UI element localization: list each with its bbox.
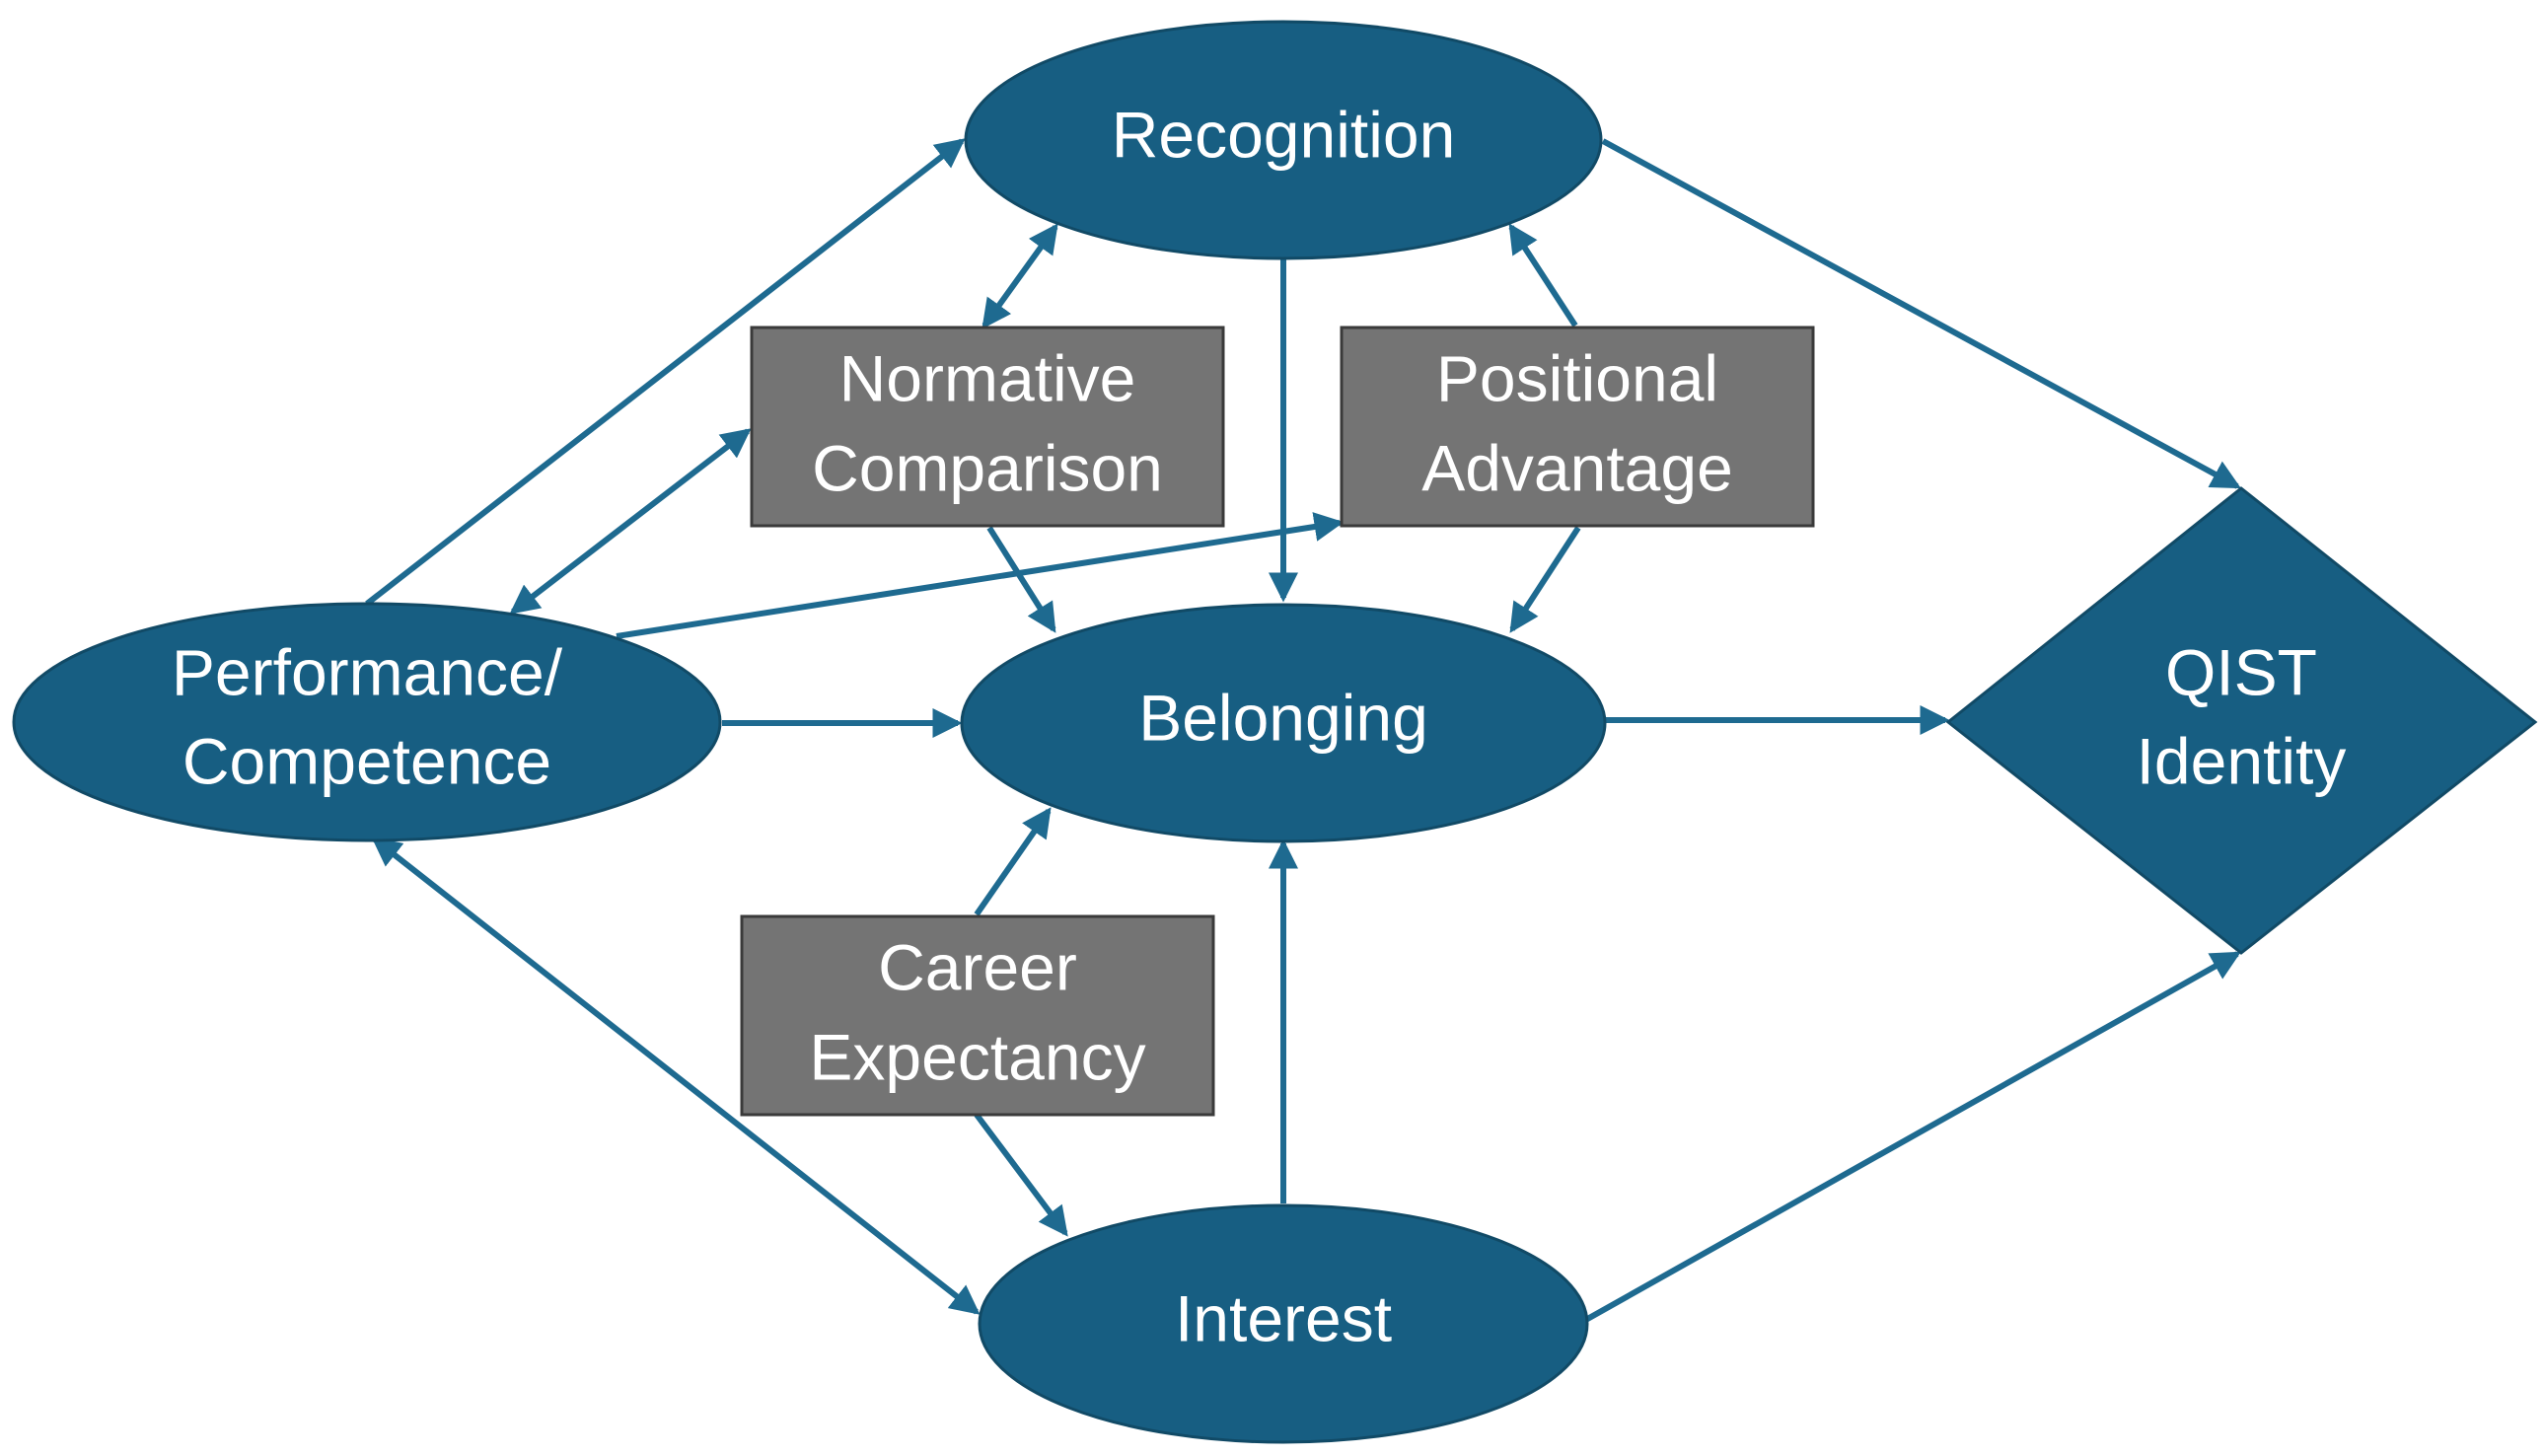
positional-label-line2: Advantage	[1421, 431, 1733, 504]
positional-label-line1: Positional	[1436, 341, 1718, 414]
edge-performance-normative	[509, 428, 752, 615]
recognition-node: Recognition	[964, 20, 1603, 260]
positional-advantage-box: Positional Advantage	[1340, 326, 1815, 528]
belonging-node: Belonging	[960, 603, 1607, 843]
qist-label-line1: QIST	[2165, 635, 2317, 708]
normative-label-line2: Comparison	[812, 431, 1163, 504]
edge-interest-to-qist	[1580, 951, 2241, 1325]
interest-node: Interest	[978, 1203, 1589, 1444]
recognition-label: Recognition	[1112, 98, 1456, 171]
performance-label-line1: Performance/	[172, 635, 563, 708]
edge-positional-to-recognition	[1508, 223, 1578, 328]
edge-performance-to-recognition	[365, 138, 966, 607]
interest-label: Interest	[1175, 1281, 1392, 1354]
edge-recognition-to-qist	[1601, 138, 2241, 489]
edges-group	[365, 138, 2241, 1325]
performance-competence-node: Performance/ Competence	[12, 602, 722, 842]
qist-label-line2: Identity	[2137, 724, 2347, 797]
edge-normative-recognition	[982, 223, 1058, 329]
normative-comparison-box: Normative Comparison	[750, 326, 1225, 528]
edge-performance-to-positional	[616, 512, 1345, 639]
edge-normative-to-belonging	[986, 526, 1056, 633]
belonging-label: Belonging	[1138, 681, 1428, 754]
edge-performance-interest	[371, 837, 981, 1315]
edge-career-to-interest	[974, 1113, 1068, 1237]
career-label-line1: Career	[878, 930, 1077, 1003]
performance-label-line2: Competence	[182, 724, 551, 797]
qist-identity-node: QIST Identity	[1945, 486, 2538, 955]
career-expectancy-box: Career Expectancy	[740, 914, 1215, 1117]
normative-label-line1: Normative	[839, 341, 1136, 414]
career-label-line2: Expectancy	[809, 1020, 1145, 1093]
edge-positional-to-belonging	[1509, 526, 1581, 633]
edge-career-to-belonging	[974, 807, 1052, 916]
